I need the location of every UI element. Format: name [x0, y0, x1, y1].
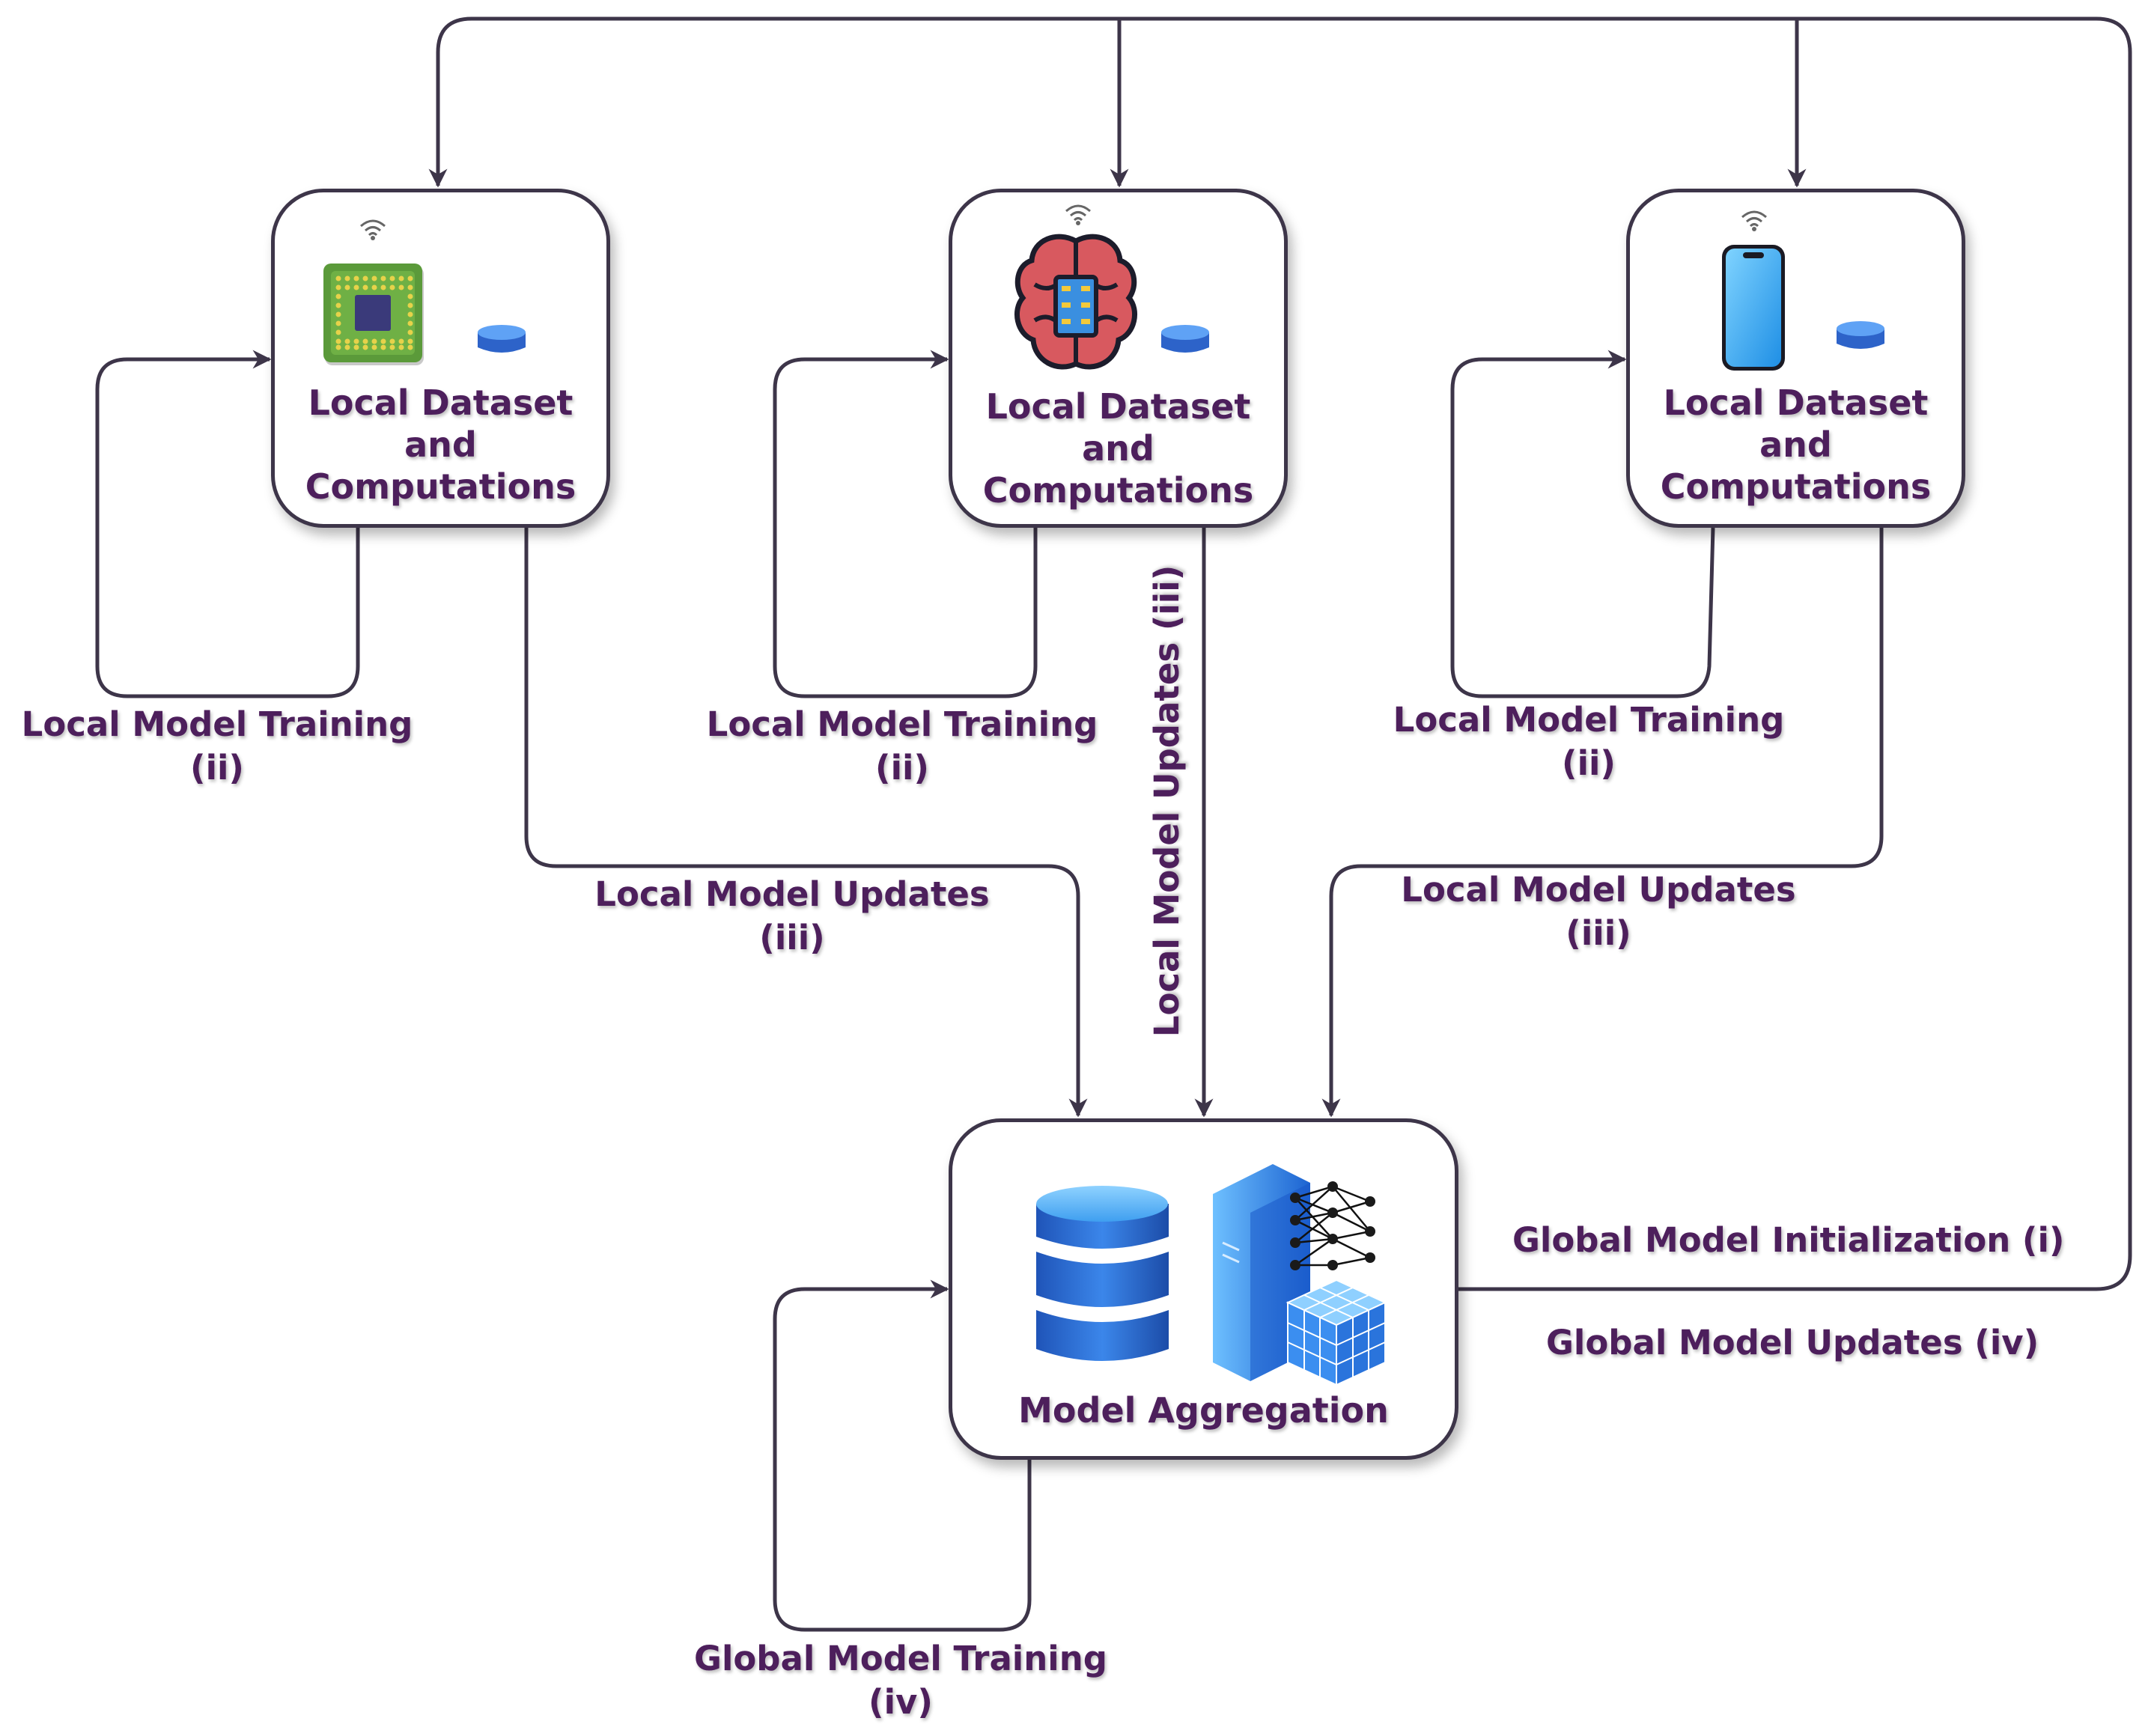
- global-updates-caption: Global Model Updates (iv): [1546, 1323, 2039, 1362]
- client-node-3: [1626, 189, 1965, 528]
- client-node-1: [271, 189, 610, 528]
- local-training-caption-1: Local Model Training(ii): [21, 704, 413, 788]
- disk-icon: [475, 322, 528, 359]
- local-updates-caption-2: Local Model Updates (iii): [1147, 564, 1187, 1038]
- brain-chip-icon: [1012, 232, 1140, 378]
- local-training-caption-2: Local Model Training(ii): [706, 704, 1098, 788]
- local-updates-caption-3: Local Model Updates(iii): [1401, 870, 1796, 953]
- global-training-caption: Global Model Training(iv): [694, 1639, 1107, 1722]
- local-updates-caption-1: Local Model Updates(iii): [594, 874, 990, 957]
- smartphone-icon: [1721, 243, 1786, 372]
- global-training-loop: [773, 1279, 1032, 1632]
- local-training-loop-1: [95, 350, 360, 698]
- wifi-icon: [1063, 202, 1093, 226]
- aggregation-server-title: Model Aggregation: [1018, 1390, 1389, 1431]
- server-neural-network-icon: [1209, 1160, 1393, 1389]
- local-training-loop-2: [773, 350, 1038, 698]
- wifi-icon: [358, 217, 388, 241]
- local-updates-arrow-1: [524, 528, 1088, 1118]
- wifi-icon: [1739, 208, 1769, 232]
- aggregation-server-node: [949, 1118, 1458, 1460]
- chip-icon: [322, 262, 427, 367]
- local-training-loop-3: [1450, 350, 1715, 698]
- local-updates-arrow-3: [1321, 528, 1884, 1118]
- local-training-caption-3: Local Model Training(ii): [1393, 700, 1785, 783]
- global-init-bus: [428, 16, 2132, 1291]
- global-init-caption: Global Model Initialization (i): [1512, 1220, 2065, 1260]
- client-node-2: [949, 189, 1288, 528]
- disk-icon: [1834, 318, 1887, 356]
- database-icon: [1033, 1183, 1172, 1366]
- disk-icon: [1159, 322, 1211, 359]
